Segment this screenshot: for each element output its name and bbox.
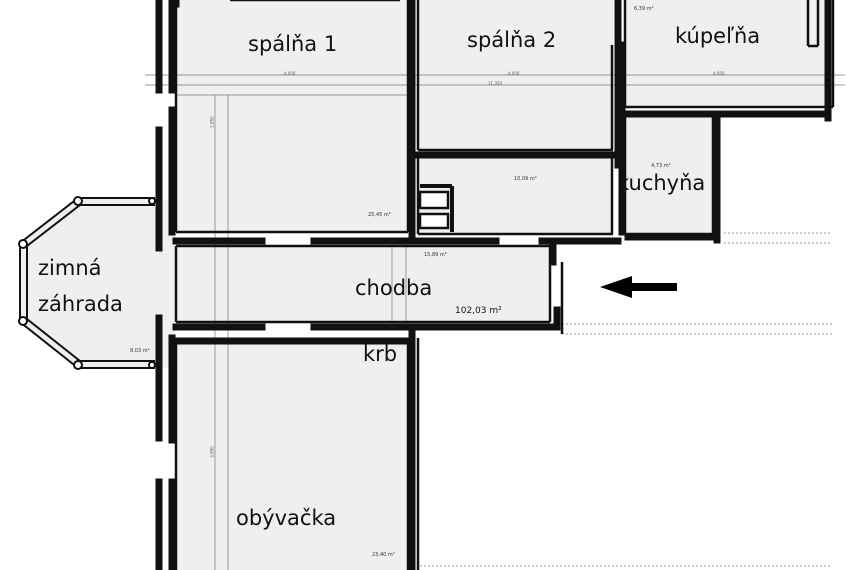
dimension-label-top1: 4,050 bbox=[284, 71, 296, 76]
room-label-kuchyna: kuchyňa bbox=[617, 171, 706, 195]
room-label-obyvacka: obývačka bbox=[236, 506, 337, 530]
dimension-label-left2: 3,850 bbox=[209, 446, 215, 458]
bay-posts bbox=[18, 196, 156, 370]
room-label-chodba: chodba bbox=[355, 276, 433, 300]
area-label-kupelna: 6,39 m² bbox=[634, 6, 654, 12]
built-in-closets bbox=[418, 190, 450, 230]
dimension-label-top2: 4,050 bbox=[508, 71, 520, 76]
room-label-spalna2: spálňa 2 bbox=[467, 28, 557, 52]
walls bbox=[155, 0, 832, 570]
closet-walls bbox=[420, 184, 454, 232]
room-label-spalna1: spálňa 1 bbox=[248, 32, 338, 56]
dimension-label-top3: 4,050 bbox=[713, 71, 725, 76]
room-label-zimna-zahrada-line2: záhrada bbox=[38, 292, 123, 316]
room-label-krb: krb bbox=[363, 342, 398, 366]
thin-walls bbox=[174, 0, 835, 570]
arrow-left-icon bbox=[600, 276, 677, 298]
dimension-label-left1: 2,850 bbox=[209, 116, 215, 128]
area-label-zimna: 8,03 m² bbox=[130, 348, 150, 354]
dimension-label-top-total: 11,350 bbox=[488, 81, 502, 86]
terrace-lines bbox=[420, 232, 832, 567]
room-label-zimna-zahrada-line1: zimná bbox=[38, 256, 102, 280]
area-label-kuchyna: 4,73 m² bbox=[651, 163, 671, 169]
area-label-spalna1: 25,45 m² bbox=[368, 212, 391, 218]
total-area-label: 102,03 m² bbox=[455, 306, 502, 316]
area-label-hall: 10,09 m² bbox=[514, 176, 537, 182]
dimension-lines bbox=[145, 74, 845, 570]
room-label-kupelna: kúpeľňa bbox=[675, 24, 761, 48]
winter-garden-bay bbox=[19, 197, 155, 369]
area-label-obyvacka: 23,40 m² bbox=[372, 552, 395, 558]
area-label-chodba-small: 15,89 m² bbox=[424, 252, 447, 258]
